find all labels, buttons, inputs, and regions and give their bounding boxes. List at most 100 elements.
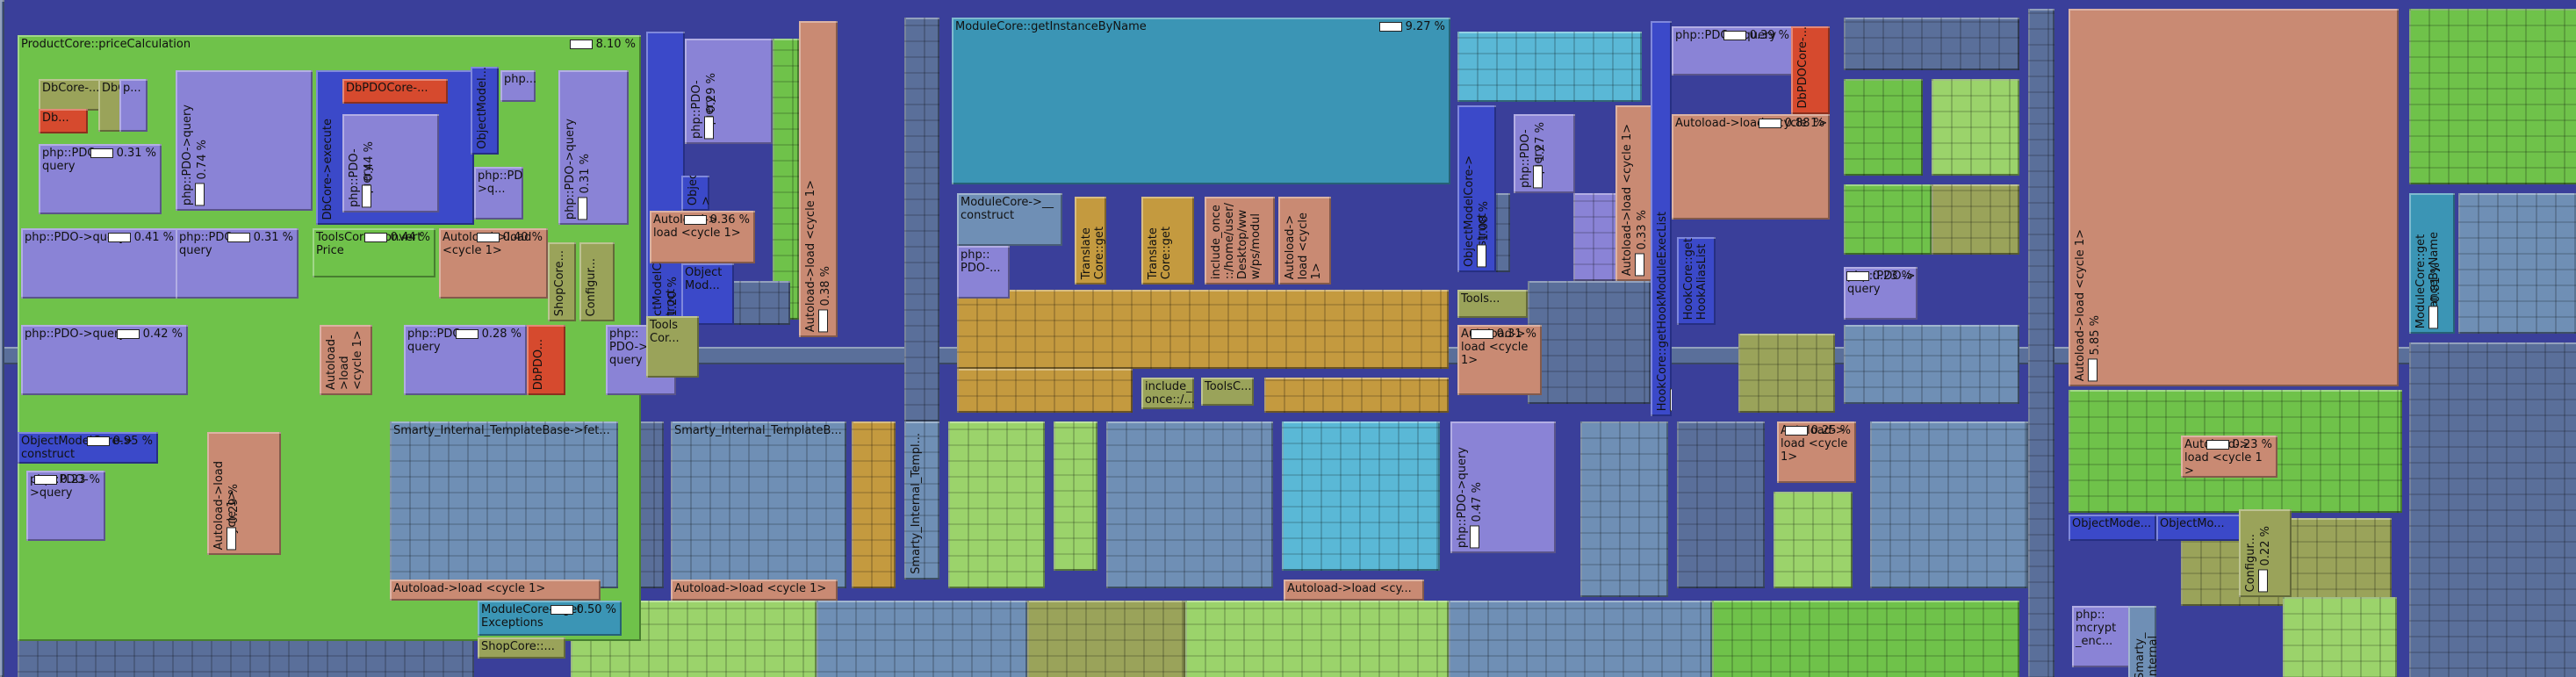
treemap-node-shopcore2[interactable]: ShopCore::... — [478, 637, 565, 659]
treemap-cell[interactable] — [773, 39, 799, 320]
treemap-cell[interactable] — [1264, 378, 1449, 413]
treemap-node-db1[interactable]: Db... — [39, 109, 88, 133]
treemap-cell[interactable] — [2409, 342, 2576, 677]
treemap-node-autoload_cy[interactable]: Autoload->load <cy... — [1284, 580, 1424, 601]
treemap-cell[interactable] — [1185, 601, 1449, 677]
treemap-node-autoload040[interactable]: Autoload->load <cycle 1>0.40 % — [439, 228, 548, 299]
treemap-node-toolsc[interactable]: ToolsC... — [1201, 378, 1254, 406]
treemap-cell[interactable] — [2283, 597, 2397, 677]
treemap-node-pq1[interactable]: p... — [119, 79, 148, 132]
treemap-node-php1[interactable]: php... — [500, 70, 536, 102]
treemap-node-pdo_q_sm[interactable]: php::PDO->q... — [474, 167, 523, 220]
treemap-node-autoload_cyc2[interactable]: Autoload-> load <cycle 1> — [1278, 197, 1331, 284]
treemap-node-objmod1[interactable]: ObjectModel... — [471, 67, 499, 155]
treemap-node-pdo_qd[interactable]: php:: PDO-... — [957, 246, 1010, 299]
treemap-node-autoload_cycle1_big[interactable]: Autoload->load <cycle 1>5.85 % — [2069, 9, 2399, 386]
treemap-cell[interactable] — [1528, 281, 1651, 404]
treemap-node-autoload_c1a[interactable]: Autoload->load <cycle 1> — [320, 325, 372, 395]
treemap-cell[interactable] — [957, 369, 1133, 413]
treemap-cell[interactable] — [957, 290, 1449, 369]
treemap-node-translate1[interactable]: Translate Core::get — [1075, 197, 1106, 284]
treemap-node-configur022[interactable]: Configur...0.22 % — [2239, 509, 2292, 597]
treemap-cell[interactable] — [1106, 421, 1273, 588]
treemap-node-translate2[interactable]: Translate Core::get — [1141, 197, 1194, 284]
treemap-cell[interactable] — [852, 421, 896, 588]
treemap-cell[interactable] — [1844, 325, 2019, 404]
treemap-cell[interactable] — [1844, 79, 1923, 176]
treemap-node-autoload023[interactable]: Autoload-> load <cycle 1 >0.23 % — [2181, 436, 2277, 478]
treemap-cell[interactable] — [817, 601, 1027, 677]
treemap-cell[interactable] — [904, 18, 939, 421]
treemap-cell[interactable] — [1580, 421, 1668, 597]
treemap-node-smarty1[interactable]: Smarty_Internal_TemplateBase->fet... — [390, 421, 618, 588]
treemap-node-autoload036[interactable]: Autoload-> load <cycle 1>0.36 % — [650, 211, 755, 263]
treemap-node-autoload025[interactable]: Autoload-> load <cycle 1>0.25 % — [1777, 421, 1856, 483]
treemap-node-autoload038[interactable]: Autoload->load <cycle 1>0.38 % — [799, 21, 838, 337]
treemap-node-include_once2[interactable]: include_ once::/... — [1141, 378, 1194, 409]
treemap-node-objmod_b[interactable]: ObjectModelCore-> construct — [681, 176, 709, 211]
treemap-node-hook_cycle[interactable]: HookCore::getHookModuleExecList3.50 % — [1651, 21, 1672, 416]
treemap-cell[interactable] — [948, 421, 1045, 588]
treemap-cell[interactable] — [1282, 421, 1440, 571]
treemap-cell[interactable] — [1844, 18, 2019, 70]
treemap-node-objmo[interactable]: ObjectMo... — [2156, 515, 2241, 541]
treemap-node-dbpdocore3[interactable]: DbPDOCore-... — [1791, 26, 1830, 114]
treemap-cell[interactable] — [1870, 421, 2028, 588]
treemap-node-shopcore[interactable]: ShopCore... — [548, 242, 576, 321]
treemap-cell[interactable] — [1932, 79, 2019, 176]
treemap-cell[interactable] — [1677, 421, 1765, 588]
treemap-cell[interactable] — [1054, 421, 1097, 571]
treemap-node-module_construct[interactable]: ModuleCore->__ construct — [957, 193, 1062, 246]
treemap-node-autoload031[interactable]: Autoload-> load <cycle 1>0.31 % — [1457, 325, 1542, 395]
treemap-node-tools_dis[interactable]: Tools... — [1457, 290, 1528, 318]
treemap-cell[interactable] — [1449, 601, 1712, 677]
treemap-node-configur[interactable]: Configur... — [579, 242, 615, 321]
treemap-cell[interactable] — [1932, 184, 2019, 255]
treemap-cell[interactable] — [1457, 32, 1642, 102]
treemap-node-autoload_c1c[interactable]: Autoload->load <cycle 1> — [671, 580, 838, 601]
treemap-node-autoload088[interactable]: Autoload->load <cycle 1>0.88 % — [1672, 114, 1830, 220]
treemap-cell[interactable] — [1738, 334, 1835, 413]
treemap-node-smarty_int[interactable]: Smarty_Internal_Templ... — [904, 421, 939, 580]
treemap-node-hook_alias[interactable]: HookCore::get HookAliasList — [1677, 237, 1716, 325]
treemap-cell[interactable] — [1844, 184, 1932, 255]
treemap-cell[interactable] — [1712, 601, 2019, 677]
treemap-node-autoload_c1b[interactable]: Autoload->load <cycle 1> — [390, 580, 601, 601]
treemap-node-dbpdo2[interactable]: DbPDO... — [527, 325, 565, 395]
treemap-node-smarty2[interactable]: Smarty_Internal_TemplateB... — [671, 421, 846, 588]
treemap-cell[interactable] — [2028, 9, 2054, 677]
treemap-node-tools_cor[interactable]: Tools Cor... — [646, 316, 699, 378]
treemap-cell[interactable] — [1774, 492, 1853, 588]
treemap-node-smarty_int2[interactable]: Smarty_ Internal_ Data->... — [2128, 606, 2156, 677]
treemap-cell[interactable] — [2409, 9, 2576, 184]
treemap-cell[interactable] — [2458, 193, 2576, 334]
treemap-node-dbpdocore[interactable]: DbPDOCore-... — [342, 79, 448, 104]
treemap-node-autoload029[interactable]: Autoload->load <cycle 1>0.29 % — [207, 432, 281, 555]
treemap-cell[interactable] — [1027, 601, 1185, 677]
treemap-node-objmode[interactable]: ObjectMode... — [2069, 515, 2156, 541]
treemap-node-include_once[interactable]: include_once ::/home/user/ Desktop/ww w/… — [1205, 197, 1275, 284]
treemap-node-percent: 0.39 % — [1723, 29, 1789, 42]
treemap-node-dbcore[interactable]: DbCore-... — [39, 79, 105, 111]
